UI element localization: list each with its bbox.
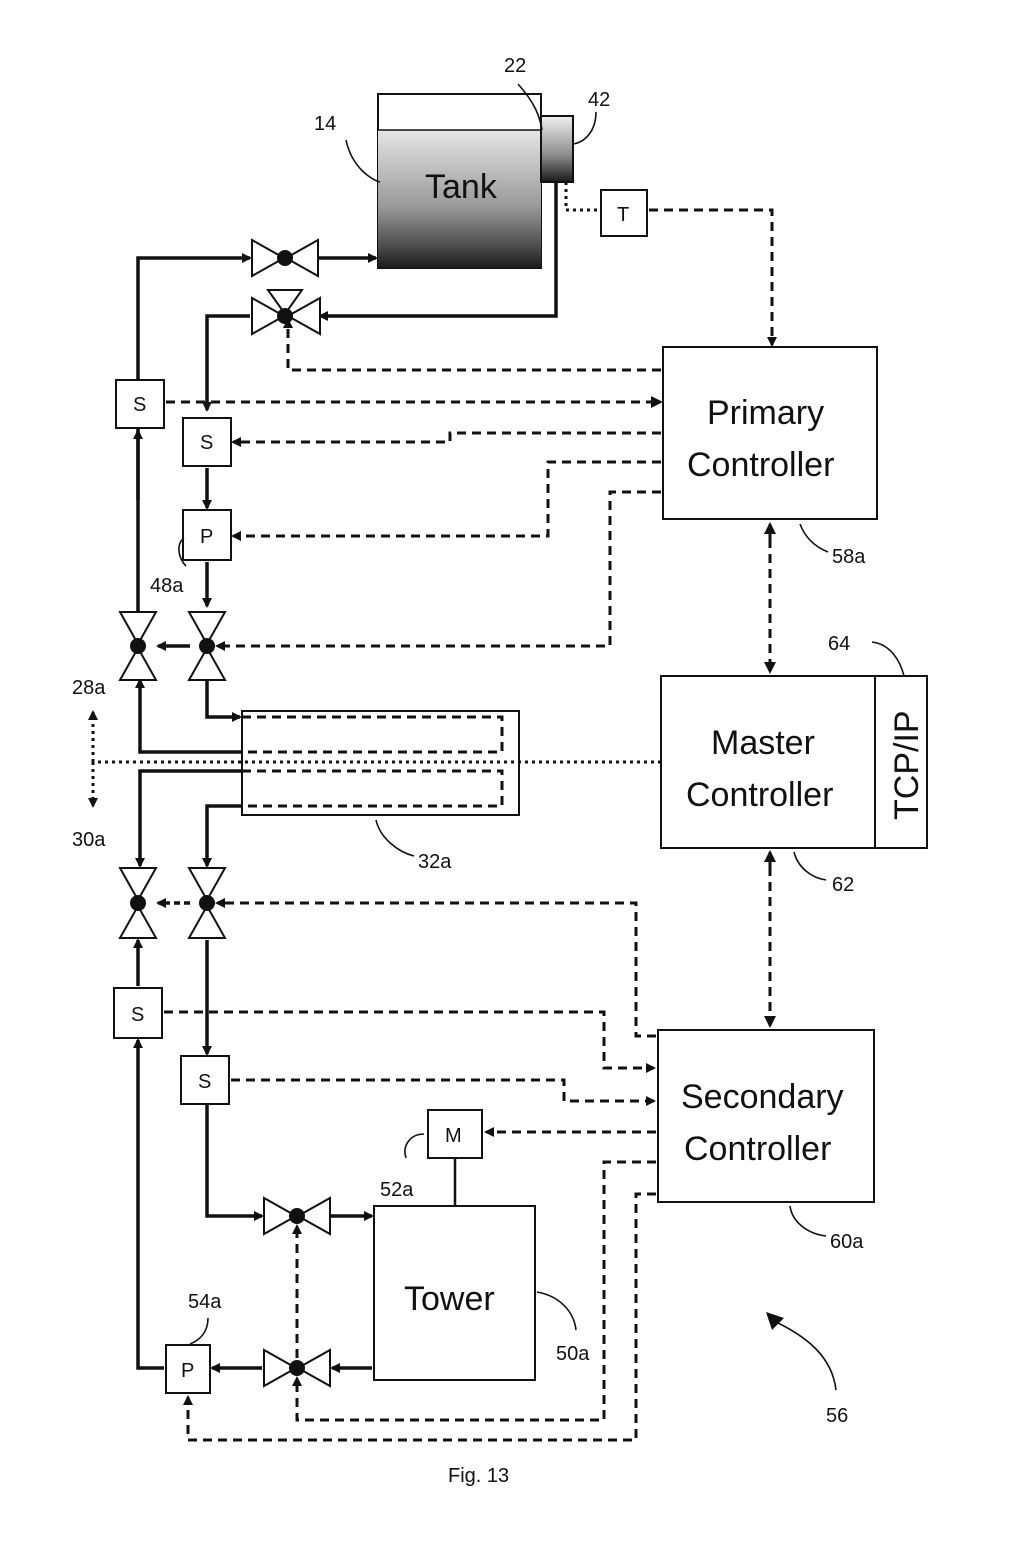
tower-bypass-valve xyxy=(263,1348,331,1388)
tower-inlet-valve xyxy=(263,1196,331,1236)
ref-52a: 52a xyxy=(380,1179,414,1201)
tank-supply-valve xyxy=(251,238,319,278)
secondary-controller-line1: Secondary xyxy=(681,1078,844,1116)
sensor-s-label: S xyxy=(133,394,146,416)
primary-controller-line1: Primary xyxy=(707,394,824,432)
secondary-controller: Secondary Controller xyxy=(657,1029,875,1203)
pump-48a: P xyxy=(182,509,232,561)
valve-28a-right xyxy=(187,611,227,681)
master-controller: Master Controller TCP/IP xyxy=(660,675,928,849)
ref-22: 22 xyxy=(504,55,526,77)
ref-58a: 58a xyxy=(832,546,866,568)
master-controller-line2: Controller xyxy=(686,776,833,814)
sensor-s-label: S xyxy=(200,432,213,454)
tower-label: Tower xyxy=(404,1280,495,1318)
secondary-controller-line2: Controller xyxy=(684,1130,831,1168)
sensor-s-label: S xyxy=(198,1071,211,1093)
primary-controller: Primary Controller xyxy=(662,346,878,520)
reference-leaders xyxy=(178,83,905,1391)
sensor-t-label: T xyxy=(617,204,629,226)
signal-lines xyxy=(164,208,777,1442)
ref-62: 62 xyxy=(832,874,854,896)
master-controller-line1: Master xyxy=(711,724,815,762)
tcpip-label: TCP/IP xyxy=(888,710,926,820)
ref-30a: 30a xyxy=(72,829,106,851)
ref-42: 42 xyxy=(588,89,610,111)
sensors-pumps: S S P S S P xyxy=(113,379,232,1394)
pump-54a: P xyxy=(165,1344,211,1394)
figure-caption: Fig. 13 xyxy=(448,1465,509,1487)
sensor-primary-supply: S xyxy=(115,379,165,429)
ref-48a: 48a xyxy=(150,575,184,597)
valve-30a-right xyxy=(187,867,227,939)
tank-heater-42 xyxy=(540,115,574,183)
ref-60a: 60a xyxy=(830,1231,864,1253)
sensor-secondary-return: S xyxy=(180,1055,230,1105)
cooling-tower: Tower xyxy=(373,1158,536,1381)
primary-loop-pipes xyxy=(133,182,558,754)
secondary-loop-pipes xyxy=(133,769,374,1373)
sensor-secondary-supply: S xyxy=(113,987,163,1039)
master-sensor-line xyxy=(88,710,661,808)
valves xyxy=(118,238,331,1388)
motor: M xyxy=(427,1109,483,1159)
tank: Tank xyxy=(377,93,542,269)
tank-label: Tank xyxy=(425,168,498,206)
ref-54a: 54a xyxy=(188,1291,222,1313)
tank-return-valve xyxy=(251,289,321,336)
reference-numbers: 14 22 42 58a 64 62 48a 28a 30a 32a 52a 6… xyxy=(72,55,866,1427)
sensor-primary-return: S xyxy=(182,417,232,467)
valve-28a-left xyxy=(118,611,158,681)
temperature-sensor: T xyxy=(564,182,648,237)
pump-p-label: P xyxy=(181,1360,194,1382)
ref-56: 56 xyxy=(826,1405,848,1427)
valve-30a-left xyxy=(118,867,158,939)
ref-64: 64 xyxy=(828,633,850,655)
ref-14: 14 xyxy=(314,113,336,135)
primary-controller-line2: Controller xyxy=(687,446,834,484)
pump-p-label: P xyxy=(200,526,213,548)
ref-50a: 50a xyxy=(556,1343,590,1365)
motor-label: M xyxy=(445,1125,462,1147)
ref-32a: 32a xyxy=(418,851,452,873)
sensor-s-label: S xyxy=(131,1004,144,1026)
ref-28a: 28a xyxy=(72,677,106,699)
